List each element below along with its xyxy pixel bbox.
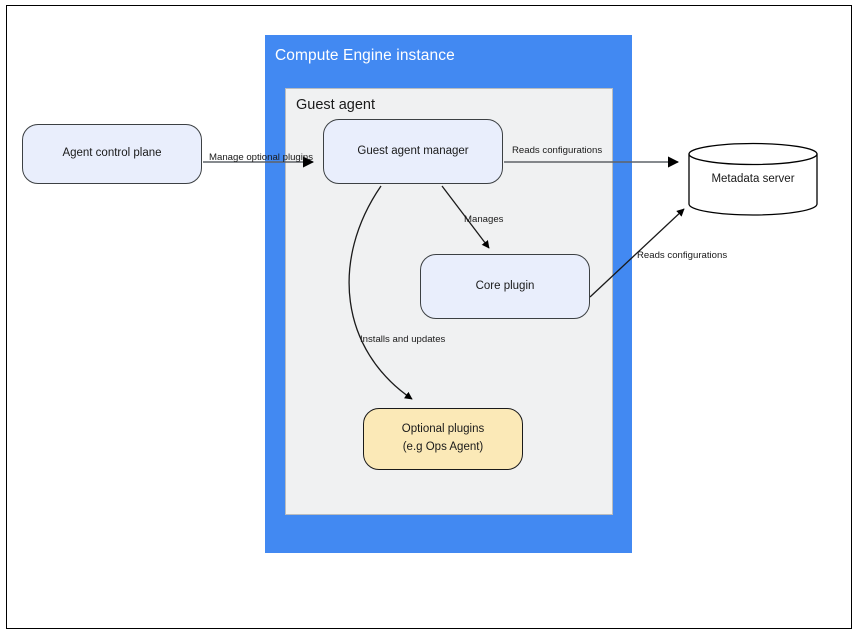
compute-engine-instance-title: Compute Engine instance — [275, 47, 455, 64]
edge-label-reads-configurations-core: Reads configurations — [637, 250, 728, 261]
edge-label-manages: Manages — [464, 214, 504, 225]
node-optional-plugins-label-line2: (e.g Ops Agent) — [402, 441, 484, 453]
edge-label-manage-optional-plugins: Manage optional plugins — [209, 152, 314, 163]
node-agent-control-plane[interactable]: Agent control plane — [22, 124, 202, 184]
node-core-plugin-label: Core plugin — [475, 279, 535, 292]
edge-label-installs-and-updates: Installs and updates — [360, 334, 446, 345]
cylinder-shape — [688, 142, 818, 216]
edge-label-reads-configurations-manager: Reads configurations — [512, 145, 603, 156]
node-guest-agent-manager[interactable]: Guest agent manager — [323, 119, 503, 184]
guest-agent-title: Guest agent — [296, 97, 375, 113]
node-guest-agent-manager-label: Guest agent manager — [357, 144, 469, 157]
node-metadata-server[interactable]: Metadata server — [688, 142, 818, 216]
node-optional-plugins-label-line1: Optional plugins — [401, 423, 485, 436]
node-agent-control-plane-label: Agent control plane — [62, 147, 162, 160]
node-optional-plugins[interactable]: Optional plugins (e.g Ops Agent) — [363, 408, 523, 470]
node-core-plugin[interactable]: Core plugin — [420, 254, 590, 319]
